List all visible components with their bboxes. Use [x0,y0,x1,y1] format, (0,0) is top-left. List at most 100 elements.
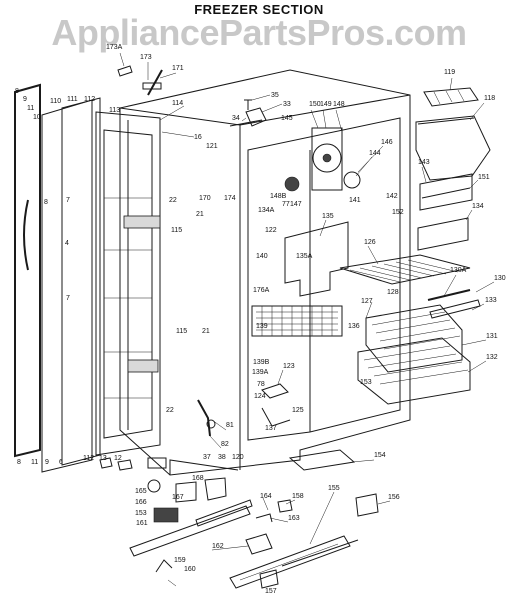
callout-146: 146 [381,139,393,146]
callout-166: 166 [135,499,147,506]
callout-157: 157 [265,588,277,595]
freezer-cabinet [119,69,411,476]
evaporator-coil [251,305,343,337]
callout-163: 163 [288,515,300,522]
callout-148: 148 [333,101,345,108]
callout-6: 6 [59,459,63,466]
top-hinge-parts [117,65,163,96]
callout-16: 16 [194,134,202,141]
freezer-door [14,83,161,473]
callout-11b: 11 [31,459,38,466]
callout-22a: 22 [169,197,177,204]
callout-122: 122 [265,227,277,234]
callout-126: 126 [364,239,376,246]
callout-150: 150 [309,101,321,108]
callout-124: 124 [254,393,266,400]
callout-118: 118 [484,95,495,102]
callout-labels: 173A 173 171 35 33 34 119 118 8 9 11 10 … [15,44,506,595]
callout-7a: 7 [66,197,70,204]
fan-motor-assembly [284,127,361,192]
callout-130A: 130A [450,267,467,274]
diagram-title: FREEZER SECTION [194,2,324,17]
callout-22b: 22 [166,407,174,414]
callout-112a: 112 [84,96,95,103]
callout-134A: 134A [258,207,275,214]
callout-134: 134 [472,203,484,210]
callout-153a: 153 [360,379,372,386]
callout-38: 38 [218,454,226,461]
callout-21b: 21 [202,328,210,335]
callout-9a: 9 [23,96,27,103]
callout-115a: 115 [171,227,182,234]
callout-137: 137 [265,425,277,432]
callout-155: 155 [328,485,340,492]
callout-161: 161 [136,520,148,527]
callout-139B: 139B [253,359,270,366]
watermark: AppliancePartsPros.com [51,12,467,53]
callout-145: 145 [281,115,293,122]
wire-shelf [339,254,481,319]
callout-176A: 176A [253,287,270,294]
callout-77: 77 [282,201,290,208]
callout-37: 37 [203,454,211,461]
callout-158: 158 [292,493,304,500]
callout-165: 165 [135,488,147,495]
callout-128: 128 [387,289,399,296]
callout-139: 139 [256,323,268,330]
callout-140: 140 [256,253,268,260]
bottom-grille-rails [129,499,359,589]
callout-144: 144 [369,150,381,157]
callout-81: 81 [226,422,234,429]
control-parts [197,383,291,437]
callout-114: 114 [172,100,183,107]
callout-4: 4 [65,240,69,247]
callout-148B: 148B [270,193,287,200]
callout-130: 130 [494,275,506,282]
callout-149: 149 [320,101,332,108]
callout-174: 174 [224,195,236,202]
callout-7b: 7 [66,295,70,302]
callout-143: 143 [418,159,430,166]
top-screw-and-bracket [229,99,267,127]
callout-123: 123 [283,363,295,370]
callout-131: 131 [486,333,498,340]
callout-173A: 173A [106,44,123,51]
callout-160: 160 [184,566,196,573]
callout-142: 142 [386,193,398,200]
callout-173: 173 [140,54,152,61]
callout-110: 110 [50,98,61,105]
callout-151: 151 [478,174,490,181]
callout-11a: 11 [27,105,34,112]
callout-33: 33 [283,101,291,108]
callout-8b: 8 [44,199,48,206]
callout-12: 12 [114,455,122,462]
callout-167: 167 [172,494,184,501]
callout-153b: 153 [135,510,147,517]
callout-127: 127 [361,298,373,305]
callout-8c: 8 [17,459,21,466]
callout-78: 78 [257,381,265,388]
callout-162: 162 [212,543,224,550]
callout-152: 152 [392,209,404,216]
callout-139A: 139A [252,369,269,376]
callout-135: 135 [322,213,334,220]
callout-121: 121 [206,143,218,150]
callout-136: 136 [348,323,360,330]
callout-34: 34 [232,115,240,122]
callout-8a: 8 [15,88,19,95]
leader-lines [119,52,495,551]
callout-171: 171 [172,65,184,72]
rear-panel [284,221,349,297]
callout-132: 132 [486,354,498,361]
ice-tray-and-bin [415,87,491,181]
callout-115b: 115 [176,328,187,335]
callout-113: 113 [109,107,120,114]
callout-154: 154 [374,452,386,459]
callout-82: 82 [221,441,229,448]
callout-13: 13 [99,455,107,462]
callout-35: 35 [271,92,279,99]
callout-147: 147 [290,201,302,208]
callout-164: 164 [260,493,272,500]
callout-112b: 112 [83,455,94,462]
